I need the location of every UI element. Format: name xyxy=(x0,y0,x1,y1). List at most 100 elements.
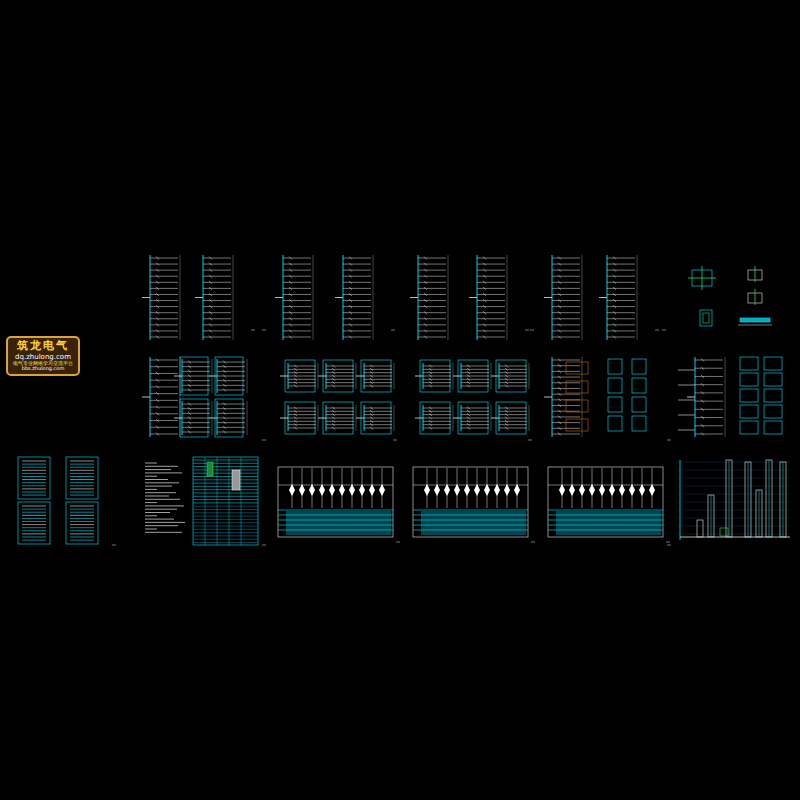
cad-line xyxy=(613,317,616,320)
cad-line xyxy=(483,329,486,332)
cad-line xyxy=(558,433,561,436)
cad-line xyxy=(229,457,230,545)
cad-line xyxy=(499,418,527,419)
cad-line xyxy=(424,275,427,278)
cad-line xyxy=(467,423,470,426)
cad-line xyxy=(22,488,46,489)
cad-line xyxy=(145,489,157,490)
cad-line xyxy=(748,462,749,537)
cad-line xyxy=(423,372,451,373)
cad-line xyxy=(695,360,723,361)
cad-line xyxy=(182,362,210,363)
cad-line xyxy=(370,420,373,423)
cad-line xyxy=(150,413,178,414)
cad-line xyxy=(613,299,616,302)
cad-line xyxy=(294,365,297,368)
cad-line xyxy=(461,411,489,412)
cad-line xyxy=(695,376,723,377)
cad-line xyxy=(370,410,373,413)
cad-line xyxy=(203,318,231,319)
cad-line xyxy=(156,281,159,284)
cad-frame xyxy=(764,405,782,418)
cad-line xyxy=(294,417,297,420)
cad-line xyxy=(182,380,210,381)
cad-line xyxy=(22,515,46,516)
cad-line xyxy=(548,485,663,486)
cad-line xyxy=(349,311,352,314)
cad-line xyxy=(150,380,178,381)
cad-line xyxy=(294,371,297,374)
cad-line xyxy=(552,377,580,378)
cad-line xyxy=(22,540,46,541)
cad-line xyxy=(552,288,580,289)
breaker-symbol xyxy=(424,484,430,496)
cad-frame xyxy=(608,359,622,374)
cad-line xyxy=(193,466,258,467)
breaker-symbol xyxy=(369,484,375,496)
cad-line xyxy=(182,413,210,414)
cad-line xyxy=(424,281,427,284)
cad-line xyxy=(418,258,446,259)
cad-line xyxy=(70,479,94,480)
cad-line xyxy=(22,482,46,483)
cad-line xyxy=(483,336,486,339)
cad-line xyxy=(217,413,245,414)
cad-line xyxy=(145,532,182,533)
cad-line xyxy=(223,361,226,364)
cad-line xyxy=(193,486,258,487)
cad-line xyxy=(349,336,352,339)
cad-line xyxy=(680,537,790,538)
cad-line xyxy=(477,270,505,271)
cad-line xyxy=(558,359,561,362)
cad-line xyxy=(695,384,723,385)
cad-line xyxy=(477,337,505,338)
cad-line xyxy=(423,424,451,425)
cad-line xyxy=(142,297,150,298)
cad-line xyxy=(283,300,311,301)
breaker-symbol xyxy=(434,484,440,496)
cad-line xyxy=(499,379,527,380)
cad-line xyxy=(289,287,292,290)
cad-line xyxy=(294,410,297,413)
cad-line xyxy=(423,428,451,429)
cad-line xyxy=(499,382,527,383)
cad-line xyxy=(145,482,179,483)
cad-line xyxy=(188,384,191,387)
cad-line xyxy=(318,418,326,419)
cad-line xyxy=(461,421,489,422)
cad-line xyxy=(676,494,790,495)
cad-line xyxy=(558,269,561,272)
cad-line xyxy=(461,386,489,387)
cad-line xyxy=(156,426,159,429)
cad-line xyxy=(209,275,212,278)
cad-frame xyxy=(764,421,782,434)
cad-line xyxy=(156,372,159,375)
cad-line xyxy=(418,306,446,307)
cad-line xyxy=(145,466,178,467)
cad-line xyxy=(294,407,297,410)
cad-frame xyxy=(632,359,646,374)
cad-line xyxy=(288,379,316,380)
cad-line xyxy=(209,263,212,266)
cad-line xyxy=(209,299,212,302)
cad-line xyxy=(558,398,561,401)
cad-line xyxy=(558,410,561,413)
cad-line xyxy=(607,264,635,265)
cad-line xyxy=(415,376,423,377)
cad-line xyxy=(783,462,784,537)
logo-text: dq.zhulong.com xyxy=(13,353,73,361)
cad-line xyxy=(415,418,423,419)
cad-line xyxy=(182,422,210,423)
cad-line xyxy=(70,537,94,538)
cad-line xyxy=(188,421,191,424)
cad-line xyxy=(370,417,373,420)
cad-line xyxy=(188,412,191,415)
cad-line xyxy=(759,490,760,537)
cad-line xyxy=(145,496,169,497)
breaker-symbol xyxy=(454,484,460,496)
cad-line xyxy=(193,506,258,507)
cad-line xyxy=(289,305,292,308)
cad-line xyxy=(70,488,94,489)
cad-frame xyxy=(556,511,661,535)
cad-line xyxy=(182,427,210,428)
